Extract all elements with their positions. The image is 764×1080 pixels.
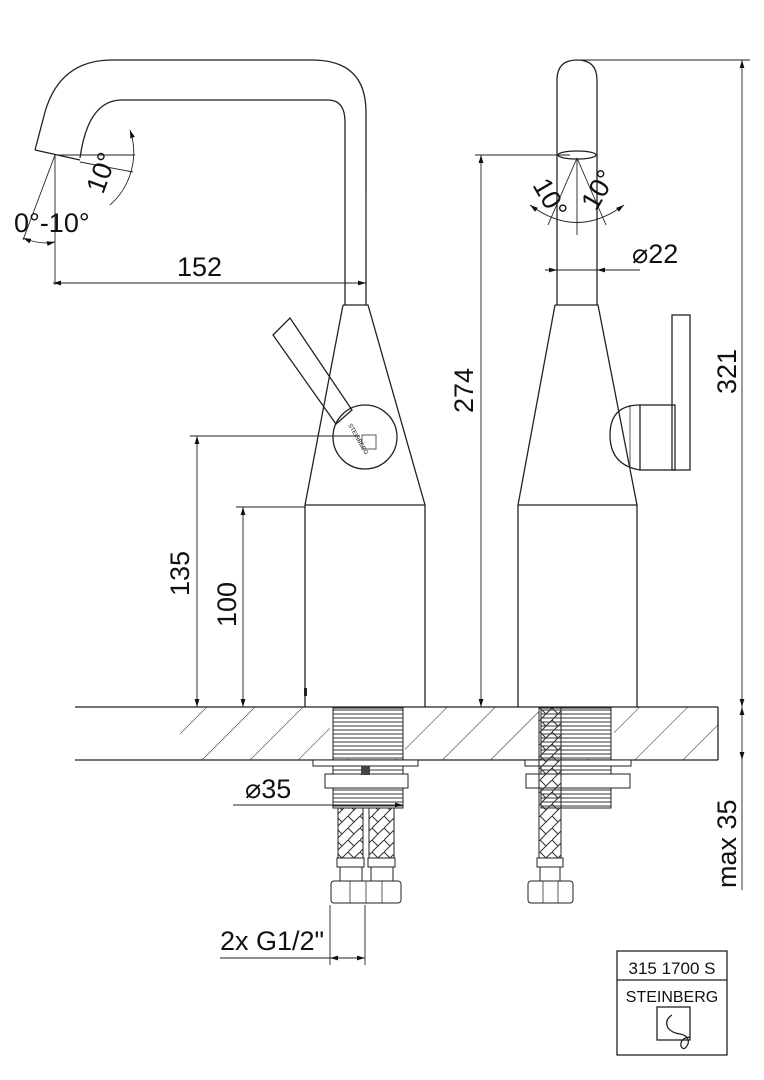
spout-reach-label: 152 xyxy=(177,252,222,282)
article-number: 315 1700 S xyxy=(629,959,716,978)
brand-name: STEINBERG xyxy=(626,989,718,1006)
tilt-range-label: 0°-10° xyxy=(14,208,90,238)
handle-side xyxy=(609,314,691,471)
connection-label: 2x G1/2" xyxy=(220,926,324,956)
handle-height-label: 135 xyxy=(165,551,195,596)
faucet-side-view: STEINBERG xyxy=(34,59,426,904)
base-diameter-label: ⌀35 xyxy=(245,774,291,804)
outlet-height-label: 274 xyxy=(449,368,479,413)
mounting-shank-right xyxy=(524,707,632,904)
body-height-label: 100 xyxy=(212,582,242,627)
mounting-shank-left xyxy=(312,707,419,904)
title-block: 315 1700 S STEINBERG xyxy=(616,950,728,1056)
brand-logo-icon xyxy=(656,1006,691,1050)
faucet-body xyxy=(304,304,426,707)
spout-outline xyxy=(34,59,367,305)
spout-diameter-label: ⌀22 xyxy=(632,239,678,269)
body-logo-text: STEINBERG xyxy=(346,423,369,456)
dimension-lines xyxy=(22,59,750,965)
spout-pipe xyxy=(556,59,598,305)
tilt-side-label: 10° xyxy=(80,148,122,197)
max-thickness-label: max 35 xyxy=(712,799,742,888)
swivel-left-label: 10° xyxy=(527,173,573,223)
swivel-right-label: 10° xyxy=(575,165,621,215)
faucet-front-view xyxy=(517,59,691,904)
total-height-label: 321 xyxy=(712,349,742,394)
